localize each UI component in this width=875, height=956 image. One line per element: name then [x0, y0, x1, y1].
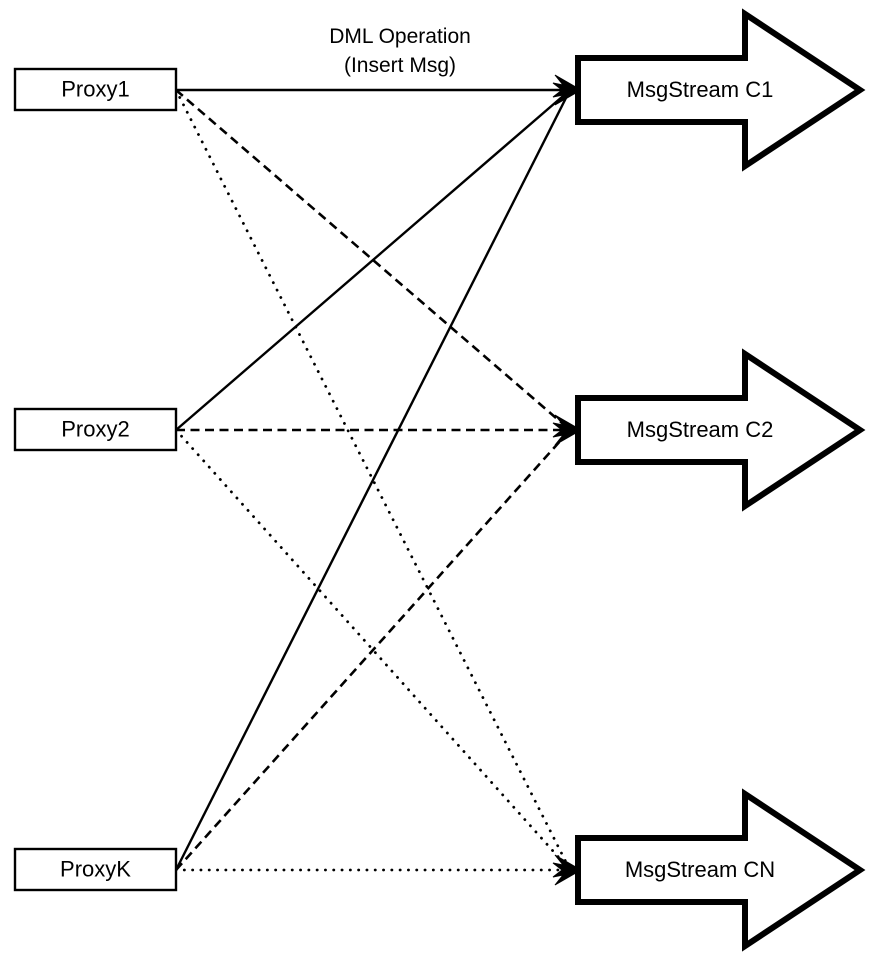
msgstream-node-cn[interactable]: MsgStream CN — [575, 788, 866, 952]
link-proxyK-to-c2 — [175, 429, 571, 871]
msgstream-node-c2[interactable]: MsgStream C2 — [575, 348, 866, 512]
msgstream-node-c1[interactable]: MsgStream C1 — [575, 8, 866, 172]
msgstream-arrow-shape-cn — [575, 788, 866, 952]
arrowhead-head-cn — [552, 854, 583, 886]
proxy-box-proxyK — [13, 847, 178, 892]
proxy-node-proxyK[interactable]: ProxyK — [13, 847, 178, 892]
arrowheads-layer — [552, 74, 583, 886]
proxy-label-proxy2: Proxy2 — [61, 416, 129, 441]
link-proxy2-to-cn — [174, 428, 572, 872]
edge-label-insert-msg: (Insert Msg) — [344, 54, 456, 77]
arrowhead-head-c1 — [552, 74, 583, 106]
proxy-box-proxy2 — [13, 407, 178, 452]
proxy-label-proxyK: ProxyK — [60, 856, 131, 881]
msgstream-label-cn: MsgStream CN — [625, 857, 775, 882]
edge-label-group: DML Operation (Insert Msg) — [329, 25, 471, 77]
msgstream-label-c1: MsgStream C1 — [627, 77, 774, 102]
link-proxyK-to-c1 — [174, 89, 572, 871]
proxy-label-proxy1: Proxy1 — [61, 76, 129, 101]
streams-layer: MsgStream C1 MsgStream C2 MsgStream CN — [575, 8, 866, 952]
arrowhead-head-c2 — [552, 414, 583, 446]
msgstream-arrow-shape-c2 — [575, 348, 866, 512]
msgstream-arrow-shape-c1 — [575, 8, 866, 172]
links-layer — [174, 88, 572, 872]
link-proxy2-to-c1 — [175, 89, 571, 431]
proxy-box-proxy1 — [13, 67, 178, 112]
edge-label-dml-operation: DML Operation — [329, 25, 471, 48]
proxy-node-proxy1[interactable]: Proxy1 — [13, 67, 178, 112]
msgstream-label-c2: MsgStream C2 — [627, 417, 774, 442]
proxy-node-proxy2[interactable]: Proxy2 — [13, 407, 178, 452]
